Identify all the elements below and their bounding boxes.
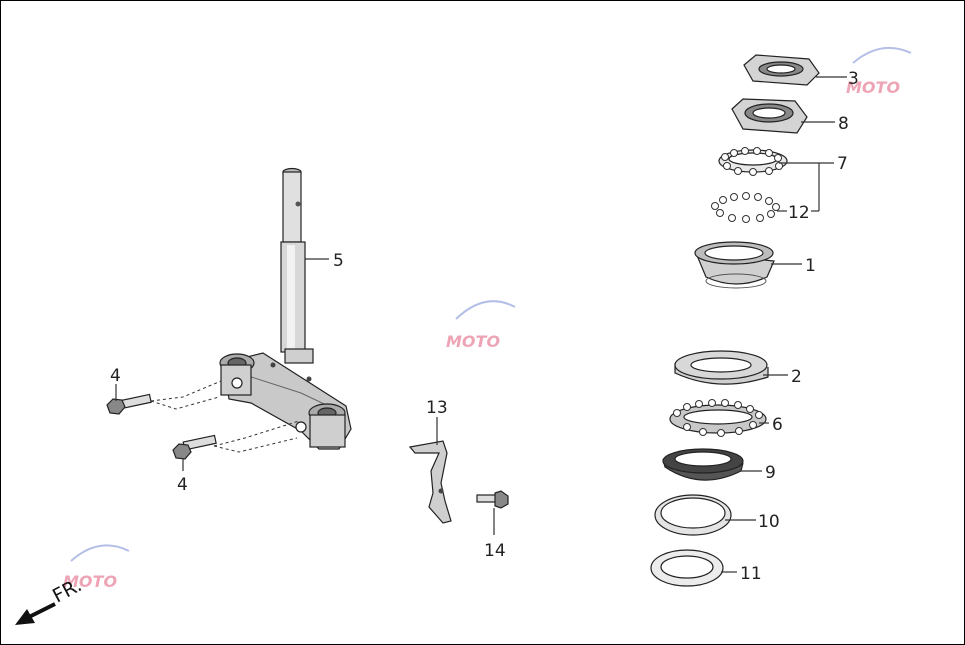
label-8: 8 [838, 114, 849, 134]
lock-nut-part-8 [731, 98, 808, 134]
watermark-logo-top-right: MOTO [846, 46, 912, 97]
bracket-part-13 [408, 440, 452, 524]
svg-text:MOTO: MOTO [846, 78, 900, 97]
label-14: 14 [484, 541, 506, 561]
label-11: 11 [740, 564, 762, 584]
label-5: 5 [333, 251, 344, 271]
steering-stem-part-5 [219, 167, 352, 450]
label-3: 3 [848, 69, 859, 89]
svg-text:MOTO: MOTO [446, 332, 500, 351]
callout-labels: 3 8 7 12 1 2 6 9 10 11 5 4 4 13 14 [110, 69, 859, 584]
top-nut-part-3 [743, 54, 820, 86]
bolt-part-4-lower [172, 434, 217, 460]
bearing-part-6 [669, 399, 767, 437]
label-6: 6 [772, 415, 783, 435]
bolt-part-14 [476, 490, 509, 509]
front-arrow-icon [15, 602, 56, 625]
leader-lines [115, 76, 847, 573]
label-2: 2 [791, 367, 802, 387]
label-13: 13 [426, 398, 448, 418]
label-9: 9 [765, 463, 776, 483]
upper-race-part-1 [694, 241, 775, 289]
bearing-part-7 [718, 147, 788, 176]
race-ring-part-2 [674, 350, 769, 385]
label-4-upper: 4 [110, 366, 121, 386]
label-12: 12 [788, 203, 810, 223]
washer-part-11 [650, 549, 724, 587]
assembly-dash-lines [150, 380, 300, 453]
watermark-logo-center: MOTO [446, 300, 516, 351]
watermark-logo-bottom-left: MOTO [63, 544, 130, 591]
label-7: 7 [837, 154, 848, 174]
svg-text:MOTO: MOTO [63, 572, 117, 591]
label-1: 1 [805, 256, 816, 276]
label-10: 10 [758, 512, 780, 532]
ball-ring-part-12 [711, 192, 780, 223]
bolt-part-4-upper [106, 393, 152, 415]
dust-seal-part-9 [662, 448, 744, 481]
ring-part-10 [654, 494, 732, 536]
label-4-lower: 4 [177, 475, 188, 495]
front-direction-indicator: FR. [15, 574, 85, 625]
